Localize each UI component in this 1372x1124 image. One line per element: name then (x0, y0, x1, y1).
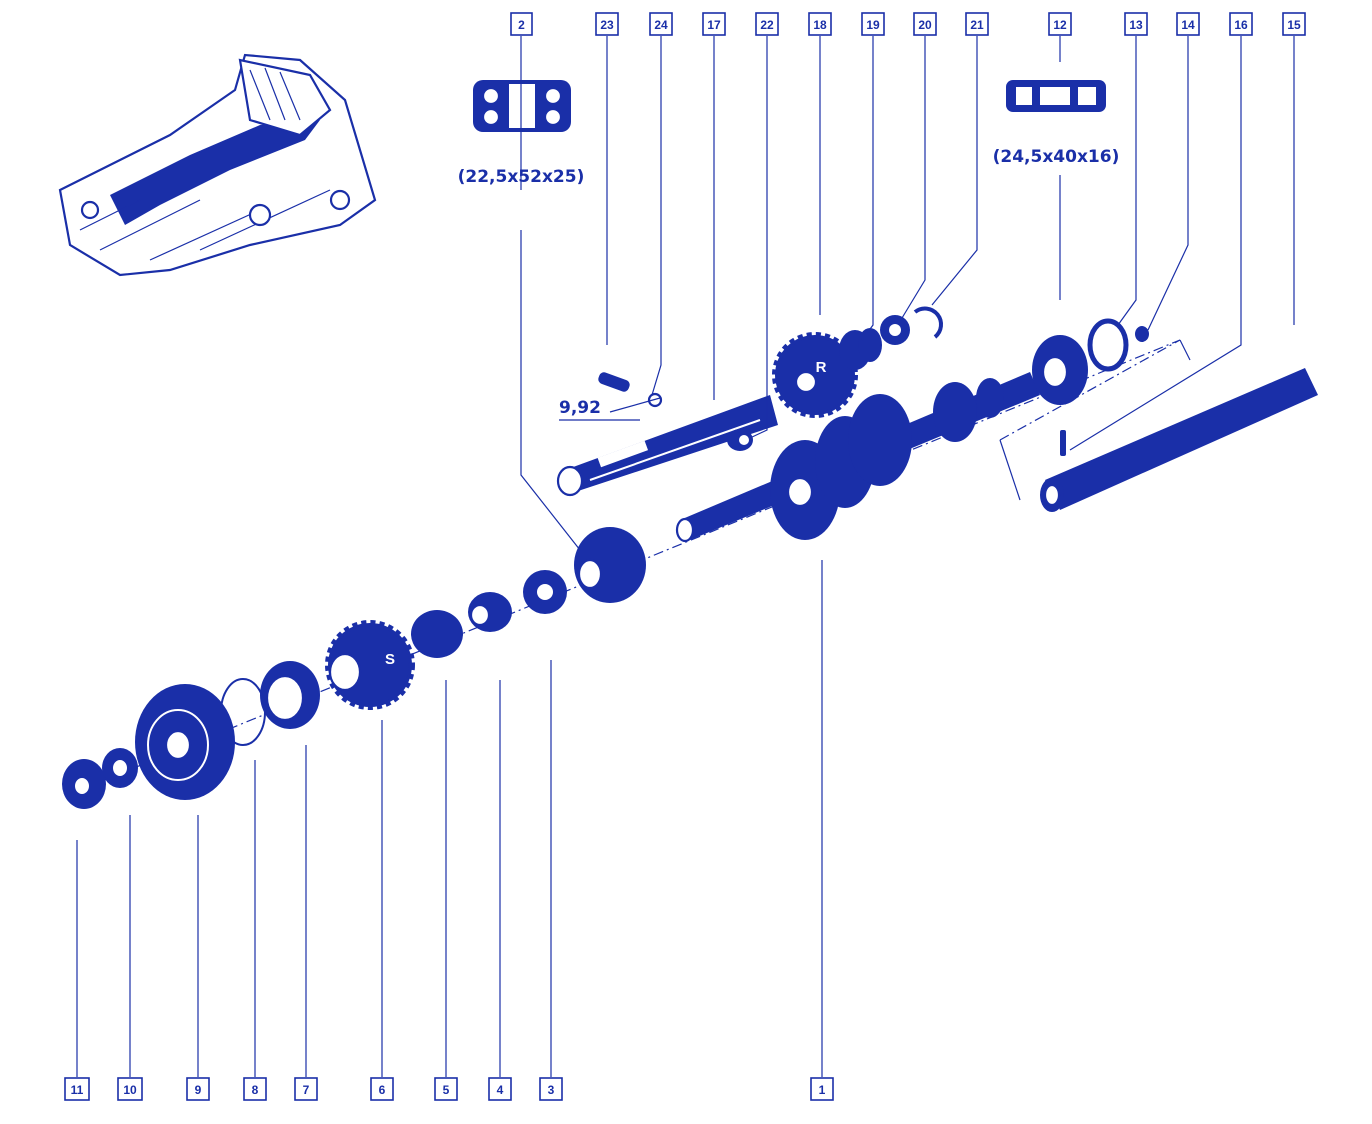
main-shaft (675, 372, 1040, 543)
callout-21: 21 (965, 12, 989, 36)
circlip-right (1087, 318, 1129, 372)
stop-washer (727, 429, 753, 451)
washer-10 (102, 748, 138, 788)
leader-lines-top (520, 36, 1295, 551)
callout-10: 10 (117, 1077, 143, 1101)
callout-17: 17 (702, 12, 726, 36)
bearing-symbol-roller (1006, 80, 1106, 112)
bush-4 (468, 592, 512, 632)
callout-8: 8 (243, 1077, 267, 1101)
callout-6: 6 (370, 1077, 394, 1101)
callout-15: 15 (1282, 12, 1306, 36)
roller-bearing-right (1032, 335, 1088, 405)
svg-text:1: 1 (819, 1083, 826, 1097)
circlip-reverse (913, 306, 943, 339)
callout-16: 16 (1229, 12, 1253, 36)
svg-text:14: 14 (1181, 18, 1195, 32)
bearing-symbol-double-ball (473, 80, 571, 132)
svg-text:5: 5 (443, 1083, 450, 1097)
svg-text:24: 24 (654, 18, 668, 32)
svg-text:11: 11 (71, 1083, 84, 1097)
svg-text:16: 16 (1234, 18, 1248, 32)
thrust-washer-reverse (880, 315, 910, 345)
svg-text:15: 15 (1287, 18, 1301, 32)
small-washer-right (1135, 326, 1149, 342)
synchro-ring-7 (260, 661, 320, 729)
svg-text:2: 2 (518, 18, 525, 32)
svg-text:22: 22 (760, 18, 774, 32)
reverse-gear: R (772, 332, 858, 418)
double-ball-bearing (574, 527, 646, 603)
svg-text:20: 20 (918, 18, 932, 32)
callout-24: 24 (649, 12, 673, 36)
shim-value: 9,92 (559, 398, 601, 418)
reverse-idler-shaft (556, 395, 778, 497)
nut-11 (62, 759, 106, 809)
svg-text:9: 9 (195, 1083, 202, 1097)
svg-text:6: 6 (379, 1083, 386, 1097)
callout-7: 7 (294, 1077, 318, 1101)
reverse-gear-letter: R (816, 359, 827, 376)
synchro-hub-9 (135, 684, 235, 800)
callout-2: 2 (510, 12, 533, 36)
needle-bearing-5 (411, 610, 463, 658)
svg-text:12: 12 (1053, 18, 1067, 32)
fifth-gear-letter: S (385, 651, 395, 668)
svg-text:10: 10 (123, 1083, 137, 1097)
svg-text:18: 18 (813, 18, 827, 32)
callout-13: 13 (1124, 12, 1148, 36)
svg-text:19: 19 (866, 18, 880, 32)
gearbox-thumbnail (58, 53, 377, 277)
callout-3: 3 (539, 1077, 563, 1101)
leader-lines-bottom (76, 560, 823, 1077)
svg-text:7: 7 (303, 1083, 310, 1097)
svg-text:21: 21 (970, 18, 984, 32)
callout-14: 14 (1176, 12, 1200, 36)
svg-text:17: 17 (707, 18, 721, 32)
callout-11: 11 (64, 1077, 90, 1101)
spring-pin (598, 372, 630, 392)
fifth-gear: S (325, 620, 415, 710)
callout-22: 22 (755, 12, 779, 36)
svg-text:13: 13 (1129, 18, 1143, 32)
svg-text:3: 3 (548, 1083, 555, 1097)
callout-20: 20 (913, 12, 937, 36)
bearing-dimension-right: (24,5x40x16) (993, 147, 1120, 167)
callout-19: 19 (861, 12, 885, 36)
callout-9: 9 (186, 1077, 210, 1101)
callout-12: 12 (1048, 12, 1072, 36)
callout-23: 23 (595, 12, 619, 36)
callout-18: 18 (808, 12, 832, 36)
drive-shaft (1040, 368, 1318, 512)
svg-text:4: 4 (497, 1083, 504, 1097)
svg-text:23: 23 (600, 18, 614, 32)
callout-1: 1 (810, 1077, 834, 1101)
thrust-washer-3 (523, 570, 567, 614)
callout-4: 4 (488, 1077, 512, 1101)
svg-text:8: 8 (252, 1083, 259, 1097)
callout-5: 5 (434, 1077, 458, 1101)
needle-bearing-reverse (839, 328, 882, 370)
